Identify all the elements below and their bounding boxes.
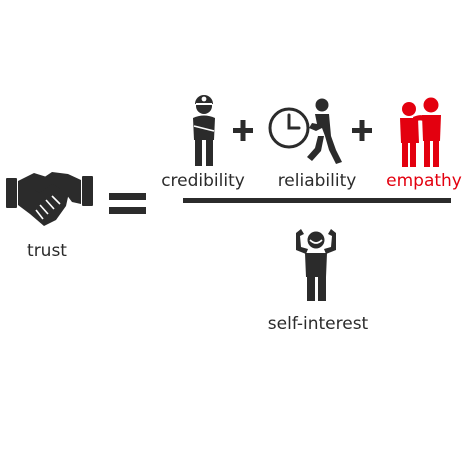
- two-people-embracing-icon: [400, 97, 441, 167]
- fraction-bar: [183, 198, 451, 203]
- self-interest-label: self-interest: [267, 314, 369, 334]
- reliability-label: reliability: [277, 171, 357, 191]
- plus-sign-1: [233, 120, 253, 141]
- credibility-label: credibility: [161, 171, 245, 191]
- empathy-label: empathy: [386, 171, 462, 191]
- plus-sign-2: [352, 120, 372, 141]
- person-flexing-icon: [296, 229, 336, 301]
- handshake-icon: [6, 172, 93, 226]
- clock-person-icon: [268, 98, 342, 164]
- equals-sign: [109, 193, 146, 214]
- trust-label: trust: [27, 241, 67, 261]
- person-helmet-arms-crossed-icon: [193, 95, 215, 166]
